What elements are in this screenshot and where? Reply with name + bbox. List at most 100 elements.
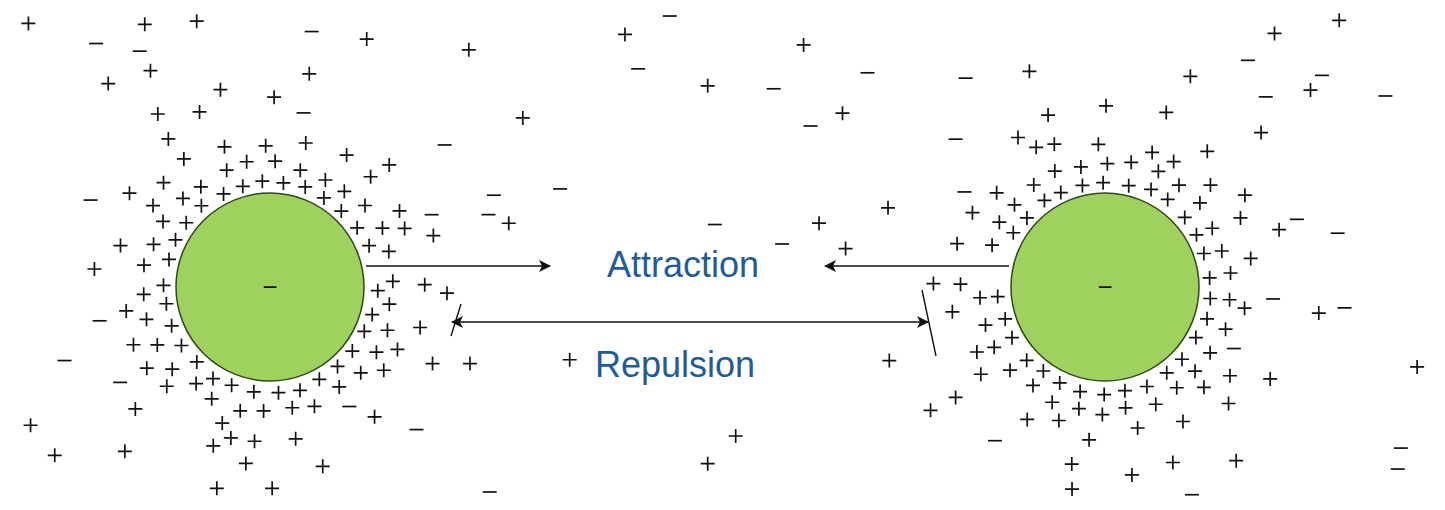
cation-sign (1052, 413, 1066, 427)
cation-sign (812, 216, 826, 230)
anion-sign (483, 491, 497, 493)
cation-sign (949, 390, 963, 404)
cation-sign (268, 154, 282, 168)
cation-sign (945, 305, 959, 319)
cation-sign (206, 439, 220, 453)
anion-sign (708, 224, 722, 226)
cation-sign (1151, 164, 1165, 178)
cation-sign (1244, 251, 1258, 265)
cation-sign (978, 318, 992, 332)
cation-sign (138, 17, 152, 31)
cation-sign (248, 434, 262, 448)
anion-sign (438, 144, 452, 146)
anion-sign (297, 112, 311, 114)
cation-sign (1119, 401, 1133, 415)
cation-sign (701, 79, 715, 93)
cation-sign (924, 403, 938, 417)
cation-sign (1267, 26, 1281, 40)
cation-sign (701, 457, 715, 471)
cation-sign (271, 386, 285, 400)
cation-sign (1203, 271, 1217, 285)
cation-sign (1065, 482, 1079, 496)
cation-sign (516, 111, 530, 125)
cation-sign (220, 163, 234, 177)
cation-sign (418, 278, 432, 292)
cation-sign (318, 173, 332, 187)
cation-sign (1222, 396, 1236, 410)
layer-bracket (922, 290, 936, 356)
cation-sign (357, 324, 371, 338)
attraction-arrow (366, 265, 550, 267)
cation-sign (257, 404, 271, 418)
anion-sign (425, 214, 439, 216)
cation-sign (1233, 211, 1247, 225)
cation-sign (126, 338, 140, 352)
anion-sign (487, 194, 501, 196)
cation-sign (1007, 198, 1021, 212)
cation-sign (1188, 364, 1202, 378)
cation-sign (1254, 126, 1268, 140)
cation-sign (215, 416, 229, 430)
cation-sign (462, 43, 476, 57)
cation-sign (991, 290, 1005, 304)
cation-sign (298, 180, 312, 194)
cation-sign (390, 342, 404, 356)
cation-sign (1074, 160, 1088, 174)
cation-sign (156, 214, 170, 228)
cation-sign (1020, 211, 1034, 225)
cation-sign (985, 238, 999, 252)
cation-sign (1047, 137, 1061, 151)
cation-sign (285, 401, 299, 415)
anion-sign (1391, 468, 1405, 470)
anion-sign (1241, 59, 1255, 61)
cation-sign (190, 14, 204, 28)
cation-sign (334, 204, 348, 218)
cation-sign (189, 377, 203, 391)
cation-sign (1041, 108, 1055, 122)
cation-sign (140, 361, 154, 375)
cation-sign (1189, 331, 1203, 345)
particle-circle: − (175, 192, 365, 382)
cation-sign (1073, 385, 1087, 399)
cation-sign (1197, 246, 1211, 260)
particle-fill (176, 193, 364, 381)
ion-cloud (21, 13, 1424, 496)
cation-sign (1027, 178, 1041, 192)
anion-sign (988, 440, 1002, 442)
charge-sign: − (1097, 274, 1112, 300)
cation-sign (382, 297, 396, 311)
cation-sign (143, 64, 157, 78)
cation-sign (992, 215, 1006, 229)
cation-sign (1203, 178, 1217, 192)
cation-sign (1124, 155, 1138, 169)
cation-sign (369, 345, 383, 359)
cation-sign (1053, 376, 1067, 390)
cation-sign (1200, 144, 1214, 158)
cation-sign (364, 170, 378, 184)
attraction-arrow (825, 265, 1009, 267)
cation-sign (1144, 182, 1158, 196)
cation-sign (224, 431, 238, 445)
cation-sign (236, 179, 250, 193)
cation-sign (413, 321, 427, 335)
cation-sign (210, 481, 224, 495)
cation-sign (165, 362, 179, 376)
cation-sign (1223, 293, 1237, 307)
cation-sign (176, 191, 190, 205)
cation-sign (835, 106, 849, 120)
cation-sign (1205, 221, 1219, 235)
cation-sign (213, 83, 227, 97)
anion-sign (1266, 298, 1280, 300)
cation-sign (302, 67, 316, 81)
cation-sign (1193, 196, 1207, 210)
cation-sign (217, 187, 231, 201)
cation-sign (317, 191, 331, 205)
cation-sign (1189, 228, 1203, 242)
cation-sign (146, 199, 160, 213)
anion-sign (84, 199, 98, 201)
cation-sign (1045, 395, 1059, 409)
cation-sign (1022, 64, 1036, 78)
cation-sign (1166, 455, 1180, 469)
cation-sign (156, 278, 170, 292)
cation-sign (1203, 346, 1217, 360)
